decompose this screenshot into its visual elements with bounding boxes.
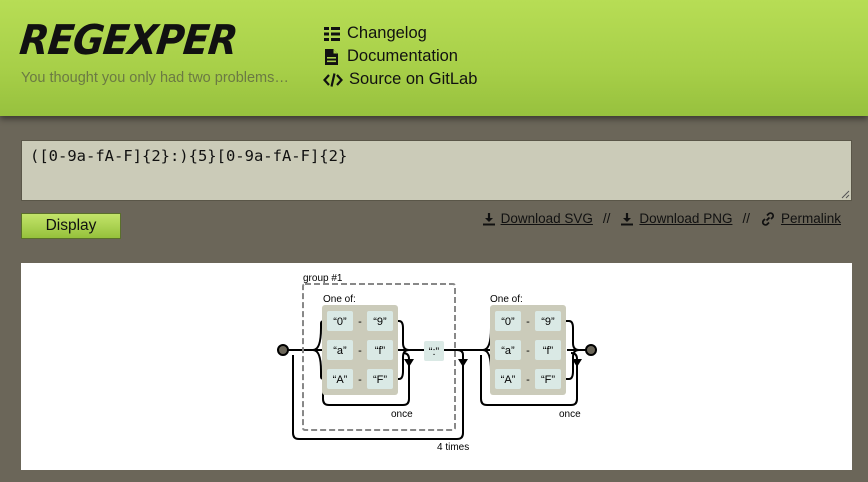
code-icon	[323, 72, 343, 87]
download-icon	[482, 212, 495, 225]
range-from: “A”	[501, 374, 516, 386]
range-dash: -	[526, 345, 530, 357]
nav-documentation-label: Documentation	[347, 47, 458, 65]
permalink-label: Permalink	[780, 211, 841, 226]
loop-arrow-icon	[572, 359, 582, 367]
range-from: “0”	[501, 316, 515, 328]
loop-arrow-icon	[458, 359, 468, 367]
download-png-label: Download PNG	[639, 211, 733, 226]
link-icon	[761, 211, 774, 226]
range-dash: -	[358, 316, 362, 328]
one-of-label: One of:	[323, 294, 356, 305]
range-dash: -	[526, 374, 530, 386]
range-0-9: “0” - “9”	[495, 311, 561, 331]
range-to: “9”	[541, 316, 555, 328]
tagline: You thought you only had two problems…	[21, 70, 289, 86]
link-separator: //	[602, 211, 611, 226]
logo[interactable]: REGEXPER	[17, 16, 240, 64]
regex-input[interactable]	[21, 140, 852, 201]
list-icon	[324, 26, 340, 41]
colon-literal	[424, 341, 444, 361]
colon-literal-text: “:”	[429, 346, 440, 358]
link-separator: //	[742, 211, 750, 226]
range-A-F: “A” - “F”	[495, 369, 561, 389]
download-svg-link[interactable]: Download SVG	[482, 211, 593, 226]
railroad-diagram: group #1 One of: “0” - “9” “a” - “f” “A”…	[277, 273, 597, 453]
document-icon	[325, 48, 338, 65]
diagram-canvas: group #1 One of: “0” - “9” “a” - “f” “A”…	[21, 263, 852, 470]
header: REGEXPER You thought you only had two pr…	[0, 0, 868, 116]
download-links: Download SVG // Download PNG // Permalin…	[482, 211, 841, 226]
once-label: once	[559, 409, 581, 420]
nav-changelog-label: Changelog	[347, 24, 427, 42]
range-dash: -	[526, 316, 530, 328]
nav-changelog[interactable]: Changelog	[323, 22, 477, 45]
range-dash: -	[358, 345, 362, 357]
download-svg-label: Download SVG	[500, 211, 593, 226]
nav-documentation[interactable]: Documentation	[323, 45, 477, 68]
range-0-9: “0” - “9”	[327, 311, 393, 331]
start-node	[277, 344, 289, 356]
resize-grip-icon[interactable]	[840, 189, 850, 199]
range-A-F: “A” - “F”	[327, 369, 393, 389]
range-to: “f”	[375, 345, 386, 357]
once-label: once	[391, 409, 413, 420]
range-from: “a”	[333, 345, 347, 357]
group-box	[302, 283, 456, 431]
range-to: “F”	[541, 374, 555, 386]
range-to: “F”	[373, 374, 387, 386]
times-label: 4 times	[437, 442, 469, 453]
display-button[interactable]: Display	[21, 213, 121, 239]
range-dash: -	[358, 374, 362, 386]
download-icon	[621, 212, 634, 225]
range-to: “9”	[373, 316, 387, 328]
nav-source[interactable]: Source on GitLab	[323, 68, 477, 91]
range-from: “A”	[333, 374, 348, 386]
range-from: “0”	[333, 316, 347, 328]
range-to: “f”	[543, 345, 554, 357]
range-a-f: “a” - “f”	[495, 340, 561, 360]
nav-menu: Changelog Documentation Source on GitLab	[323, 22, 477, 91]
permalink-link[interactable]: Permalink	[760, 211, 841, 226]
range-a-f: “a” - “f”	[327, 340, 393, 360]
loop-arrow-icon	[404, 359, 414, 367]
nav-source-label: Source on GitLab	[349, 70, 478, 88]
range-from: “a”	[501, 345, 515, 357]
download-png-link[interactable]: Download PNG	[620, 211, 732, 226]
end-node	[585, 344, 597, 356]
one-of-label: One of:	[490, 294, 523, 305]
group-label: group #1	[303, 273, 343, 284]
